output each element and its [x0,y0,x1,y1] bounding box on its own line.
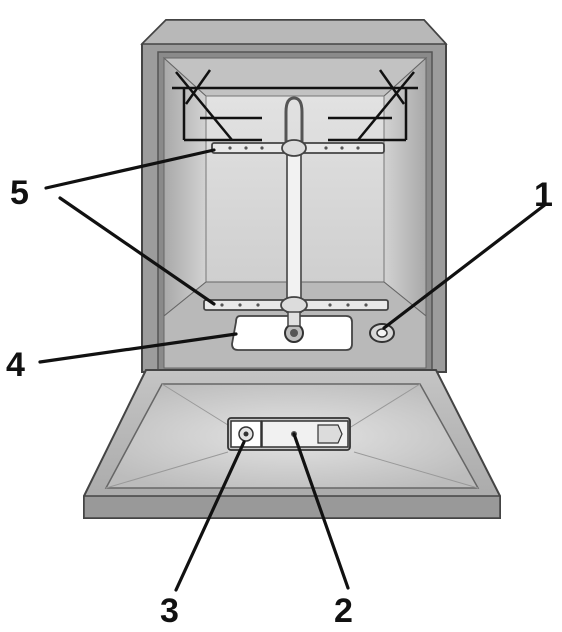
callout-4: 4 [6,346,25,384]
rinse-aid-dispenser [230,420,262,448]
filter-plate [231,311,353,351]
callout-1: 1 [534,176,553,214]
leader-5b [58,196,216,306]
leader-5a [44,148,216,190]
fill-cap [369,323,395,343]
upper-spray-arm [211,139,385,157]
leader-2 [292,432,350,590]
leader-1 [382,202,548,330]
lower-spray-arm [203,296,389,314]
leader-4 [38,332,238,364]
upper-rack-rails [172,69,418,142]
callout-5: 5 [10,174,29,212]
leader-lines [38,148,548,592]
callout-2: 2 [334,592,353,630]
callout-3: 3 [160,592,179,630]
leader-3 [174,440,246,592]
